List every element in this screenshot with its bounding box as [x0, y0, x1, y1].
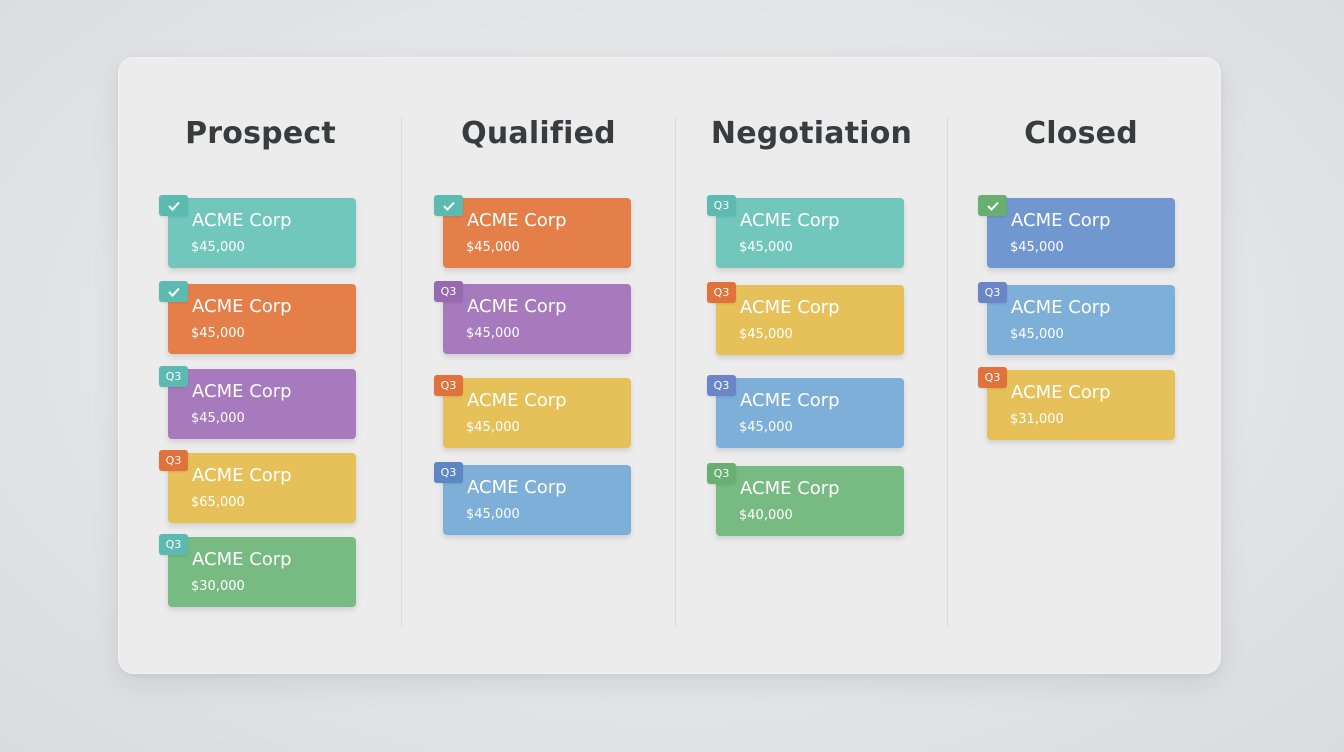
deal-card[interactable]: Q3 ACME Corp $45,000 [434, 462, 631, 535]
deal-card[interactable]: Q3 ACME Corp $45,000 [978, 282, 1175, 355]
deal-card[interactable]: Q3 ACME Corp $45,000 [707, 195, 904, 268]
column-prospect: Prospect ACME Corp $45,000 ACME Corp $45… [119, 58, 402, 675]
card-name: ACME Corp [192, 465, 292, 486]
quarter-tag: Q3 [707, 463, 736, 484]
card-name: ACME Corp [740, 210, 840, 231]
card-amount: $65,000 [191, 495, 245, 510]
card-name: ACME Corp [740, 390, 840, 411]
quarter-tag: Q3 [159, 366, 188, 387]
column-title: Prospect [185, 116, 336, 151]
quarter-tag: Q3 [434, 375, 463, 396]
deal-card[interactable]: Q3 ACME Corp $45,000 [434, 281, 631, 354]
quarter-tag: Q3 [159, 450, 188, 471]
card-amount: $45,000 [466, 326, 520, 341]
column-divider [947, 116, 948, 628]
column-closed: Closed ACME Corp $45,000 Q3 ACME Corp $4… [948, 58, 1222, 675]
column-title: Closed [1024, 116, 1138, 151]
deal-card[interactable]: Q3 ACME Corp $45,000 [434, 375, 631, 448]
card-name: ACME Corp [467, 210, 567, 231]
deal-card[interactable]: Q3 ACME Corp $40,000 [707, 463, 904, 536]
card-amount: $45,000 [1010, 327, 1064, 342]
deal-card[interactable]: Q3 ACME Corp $45,000 [707, 282, 904, 355]
column-divider [675, 116, 676, 628]
quarter-tag: Q3 [707, 195, 736, 216]
quarter-tag: Q3 [159, 534, 188, 555]
deal-card[interactable]: Q3 ACME Corp $45,000 [707, 375, 904, 448]
card-name: ACME Corp [1011, 382, 1111, 403]
deal-card[interactable]: ACME Corp $45,000 [159, 195, 356, 268]
deal-card[interactable]: ACME Corp $45,000 [978, 195, 1175, 268]
check-icon [434, 195, 463, 216]
card-name: ACME Corp [192, 210, 292, 231]
card-amount: $45,000 [191, 411, 245, 426]
deal-card[interactable]: ACME Corp $45,000 [434, 195, 631, 268]
card-amount: $45,000 [466, 420, 520, 435]
card-name: ACME Corp [467, 390, 567, 411]
card-amount: $31,000 [1010, 412, 1064, 427]
card-amount: $45,000 [739, 420, 793, 435]
card-amount: $45,000 [739, 240, 793, 255]
quarter-tag: Q3 [707, 375, 736, 396]
card-name: ACME Corp [740, 478, 840, 499]
deal-card[interactable]: Q3 ACME Corp $45,000 [159, 366, 356, 439]
check-icon [159, 281, 188, 302]
quarter-tag: Q3 [434, 462, 463, 483]
column-negotiation: Negotiation Q3 ACME Corp $45,000 Q3 ACME… [676, 58, 947, 675]
card-name: ACME Corp [192, 549, 292, 570]
column-divider [401, 116, 402, 628]
card-name: ACME Corp [467, 477, 567, 498]
column-qualified: Qualified ACME Corp $45,000 Q3 ACME Corp… [402, 58, 675, 675]
quarter-tag: Q3 [978, 367, 1007, 388]
card-name: ACME Corp [1011, 297, 1111, 318]
card-amount: $30,000 [191, 579, 245, 594]
card-amount: $45,000 [1010, 240, 1064, 255]
deal-card[interactable]: Q3 ACME Corp $31,000 [978, 367, 1175, 440]
card-amount: $40,000 [739, 508, 793, 523]
deal-card[interactable]: Q3 ACME Corp $30,000 [159, 534, 356, 607]
card-name: ACME Corp [192, 296, 292, 317]
column-title: Qualified [461, 116, 616, 151]
deal-card[interactable]: Q3 ACME Corp $65,000 [159, 450, 356, 523]
check-icon [978, 195, 1007, 216]
card-name: ACME Corp [467, 296, 567, 317]
check-icon [159, 195, 188, 216]
quarter-tag: Q3 [434, 281, 463, 302]
quarter-tag: Q3 [978, 282, 1007, 303]
card-name: ACME Corp [740, 297, 840, 318]
card-amount: $45,000 [466, 240, 520, 255]
pipeline-board: Prospect ACME Corp $45,000 ACME Corp $45… [118, 57, 1221, 674]
card-amount: $45,000 [466, 507, 520, 522]
card-amount: $45,000 [191, 326, 245, 341]
deal-card[interactable]: ACME Corp $45,000 [159, 281, 356, 354]
quarter-tag: Q3 [707, 282, 736, 303]
card-amount: $45,000 [191, 240, 245, 255]
card-name: ACME Corp [192, 381, 292, 402]
card-amount: $45,000 [739, 327, 793, 342]
column-title: Negotiation [710, 116, 913, 151]
card-name: ACME Corp [1011, 210, 1111, 231]
